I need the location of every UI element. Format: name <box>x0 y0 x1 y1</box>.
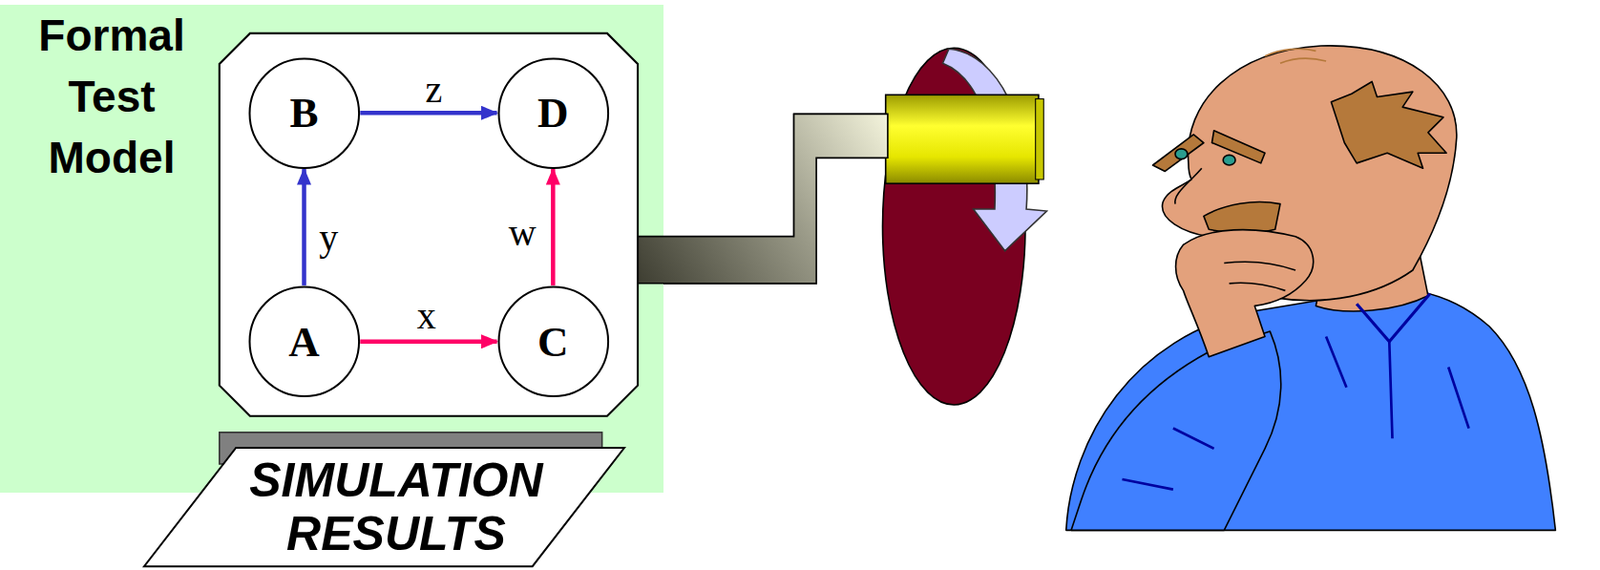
transition-label: w <box>508 213 537 253</box>
model-panel: Formal Test Model B D A Cy z x w <box>0 4 664 493</box>
thinking-man <box>1066 45 1557 530</box>
circle-shape <box>249 287 359 398</box>
state-circle: C <box>497 285 611 399</box>
hand <box>1176 230 1314 358</box>
circle-shape <box>249 58 359 169</box>
state-circle: B <box>248 57 361 170</box>
results-parallelogram: SIMULATION RESULTS <box>143 446 626 568</box>
parallelogram-shape <box>144 447 625 567</box>
panel-heading: Formal Test Model <box>20 4 204 189</box>
eye <box>1222 154 1236 166</box>
shirt <box>1066 289 1557 531</box>
results-text: SIMULATION RESULTS <box>220 453 573 561</box>
state-letter: C <box>537 320 569 364</box>
hair <box>1330 81 1447 169</box>
state-circle: A <box>248 285 361 399</box>
state-letter: B <box>290 91 319 135</box>
crank-shaft <box>885 94 1039 184</box>
nose-line <box>1175 168 1202 204</box>
sleeve-fold <box>1121 428 1214 490</box>
eye <box>1175 148 1188 160</box>
eyebrow <box>1153 134 1204 171</box>
crank-arm <box>634 114 888 284</box>
transition-label: x <box>417 296 437 336</box>
transition-arrow <box>359 110 497 116</box>
state-letter: A <box>288 320 320 364</box>
state-letter: D <box>537 91 569 135</box>
transition-arrow <box>550 168 556 286</box>
circle-shape <box>498 58 609 169</box>
transition-label: z <box>424 70 443 109</box>
sleeve <box>1071 331 1282 530</box>
moustache <box>1203 202 1281 233</box>
collar <box>1356 294 1431 342</box>
shaft-cap <box>1035 99 1045 180</box>
state-circle: D <box>497 57 611 170</box>
model-octagon <box>219 33 638 417</box>
circle-shape <box>498 287 609 398</box>
transition-arrow <box>359 339 497 345</box>
transition-arrow <box>301 168 307 286</box>
eyebrow <box>1211 130 1265 164</box>
hair-strand <box>1264 48 1327 64</box>
finger-line <box>1223 261 1296 291</box>
shirt-fold <box>1326 336 1470 439</box>
crank-arm <box>634 114 888 284</box>
transition-label: y <box>318 218 338 257</box>
